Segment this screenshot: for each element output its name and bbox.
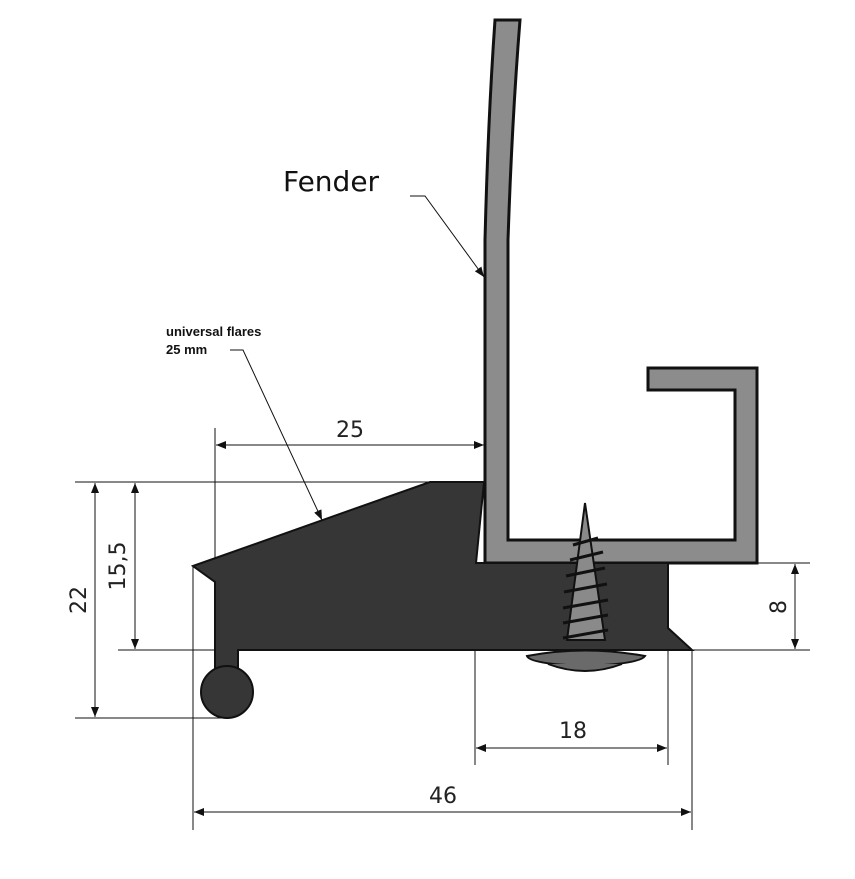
fender-profile	[483, 18, 759, 565]
dim-top-width: 25	[336, 418, 364, 443]
dim-total-width: 46	[429, 784, 457, 809]
fender-label: Fender	[283, 165, 380, 198]
dim-total-height: 22	[67, 586, 92, 614]
screw-icon	[525, 502, 647, 672]
dim-screw-span: 18	[559, 719, 587, 744]
dimension-lines	[91, 441, 799, 816]
flares-leader	[230, 349, 323, 521]
flare-bead	[200, 665, 254, 719]
flares-label-line2: 25 mm	[166, 342, 207, 357]
dim-right-height: 8	[767, 600, 792, 614]
dim-body-height: 15,5	[106, 542, 131, 591]
flares-label-line1: universal flares	[166, 324, 261, 339]
fender-leader	[410, 195, 485, 278]
flare-profile	[190, 481, 695, 719]
